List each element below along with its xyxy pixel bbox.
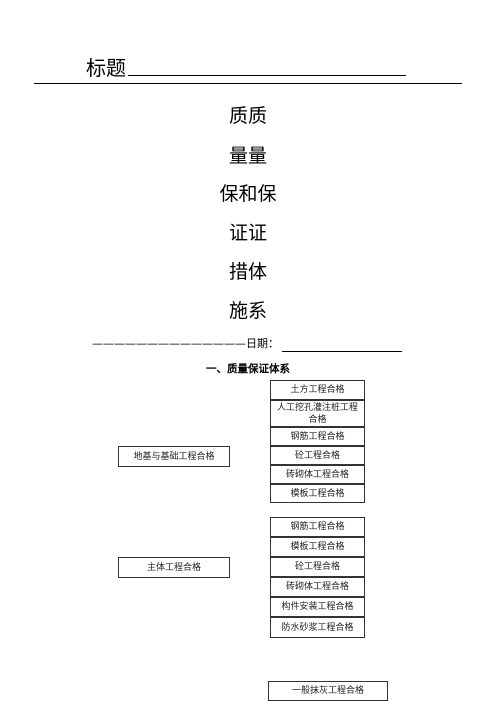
- check-item-box: 土方工程合格: [270, 380, 365, 400]
- title-label: 标题: [86, 56, 126, 80]
- check-item-box: 钢筋工程合格: [270, 427, 365, 446]
- document-title: 标题: [86, 52, 406, 80]
- check-item-box: 模板工程合格: [270, 484, 365, 503]
- check-item-box: 人工挖孔灌注桩工程合格: [270, 400, 365, 427]
- check-item-box: 钢筋工程合格: [270, 517, 365, 537]
- check-item-box: 砖砌体工程合格: [270, 577, 365, 597]
- check-item-box: 构件安装工程合格: [270, 597, 365, 617]
- date-label: 日期：: [246, 337, 279, 350]
- cover-title-line-4: 证证: [228, 222, 267, 244]
- check-item-box: 砼工程合格: [270, 557, 365, 577]
- check-item-box: 模板工程合格: [270, 537, 365, 557]
- check-item-box: 砼工程合格: [270, 446, 365, 465]
- cover-title-line-6: 施系: [228, 300, 267, 322]
- check-item-box: 一般抹灰工程合格: [268, 681, 388, 701]
- check-item-box: 防水砂浆工程合格: [270, 617, 365, 638]
- date-row: —————————————— 日期：: [92, 336, 402, 352]
- group-label-box: 主体工程合格: [118, 557, 230, 578]
- header-divider: [34, 83, 462, 84]
- cover-title-line-3: 保和保: [219, 183, 277, 205]
- cover-title-line-5: 措体: [228, 261, 267, 283]
- section-heading: 一、质量保证体系: [206, 363, 290, 375]
- date-blank-line: [282, 339, 402, 352]
- check-item-box: 砖砌体工程合格: [270, 465, 365, 484]
- title-blank-line: [128, 74, 406, 76]
- group-label-box: 地基与基础工程合格: [118, 446, 230, 467]
- cover-title-line-1: 质质: [228, 105, 267, 127]
- cover-title-line-2: 量量: [228, 145, 267, 167]
- date-dashes: ——————————————: [92, 337, 246, 350]
